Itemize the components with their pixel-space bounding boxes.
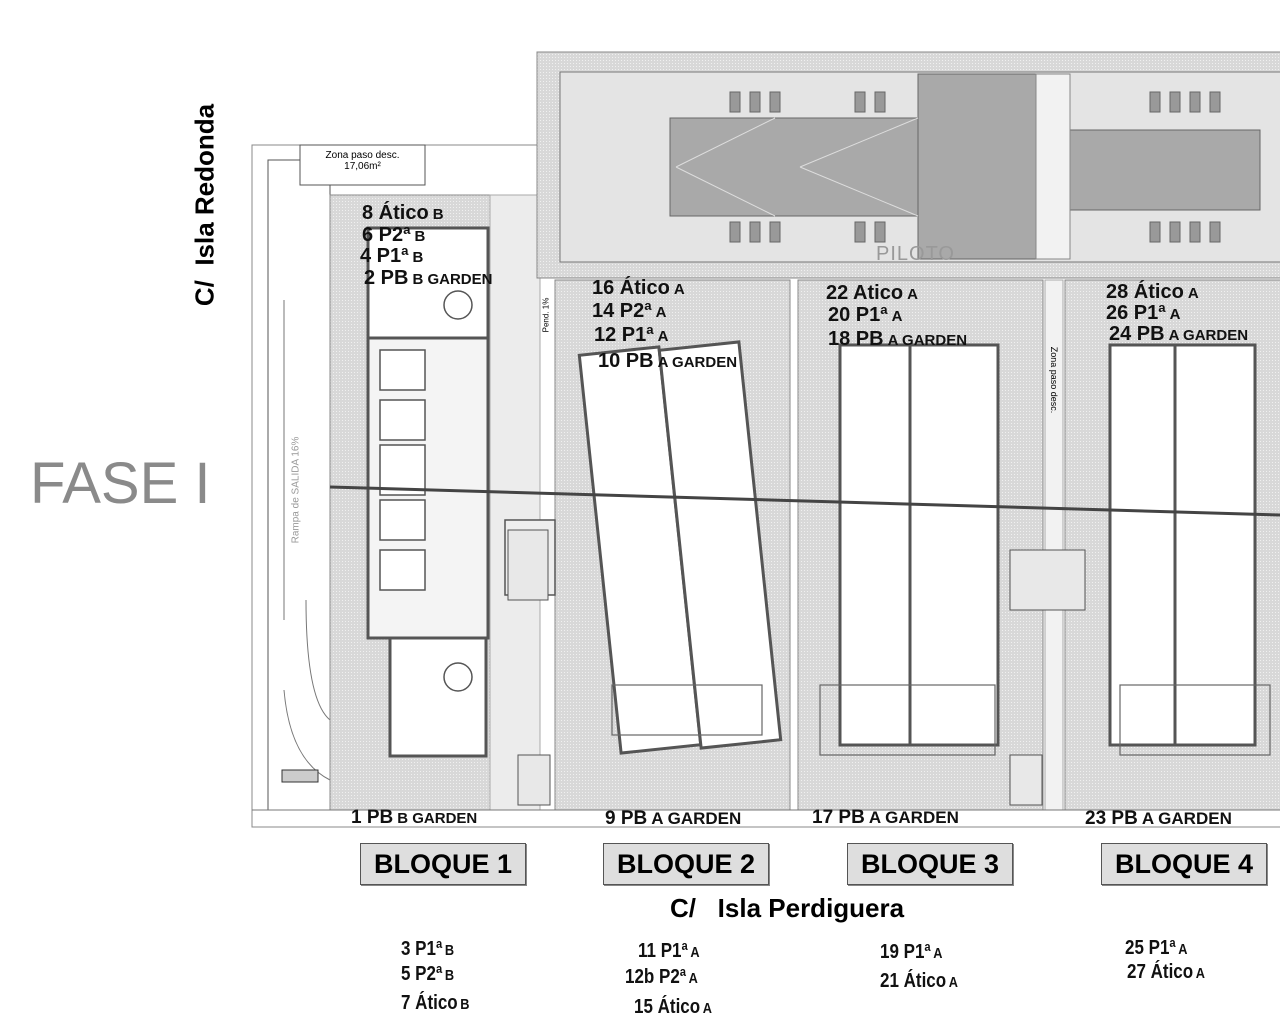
pool-small (1069, 129, 1261, 211)
zona-paso-2-label: Zona paso desc. (1049, 346, 1059, 414)
slope-label: Pend. 1% (541, 297, 551, 333)
block-1-label: BLOQUE 1 (360, 843, 526, 885)
block-3-label: BLOQUE 3 (847, 843, 1013, 885)
block-2-label: BLOQUE 2 (603, 843, 769, 885)
building-block-4 (1108, 343, 1257, 747)
ramp-label: Rampa de SALIDA 16% (290, 436, 302, 544)
pool-label: PILOTO (876, 243, 955, 265)
walkway (489, 194, 541, 811)
phase-title: FASE I (30, 451, 211, 516)
block-4-label: BLOQUE 4 (1101, 843, 1267, 885)
building-block-2 (577, 340, 783, 755)
zona-paso-area: 17,06m² (344, 161, 381, 172)
zona-paso-label: Zona paso desc.17,06m² (310, 150, 415, 172)
street-isla-redonda: C/ Isla Redonda (189, 103, 220, 307)
zona-paso-text: Zona paso desc. (325, 150, 400, 161)
street-isla-perdiguera: C/ Isla Perdiguera (670, 893, 905, 923)
exit-ramp (267, 159, 331, 811)
building-block-3 (838, 343, 1000, 747)
